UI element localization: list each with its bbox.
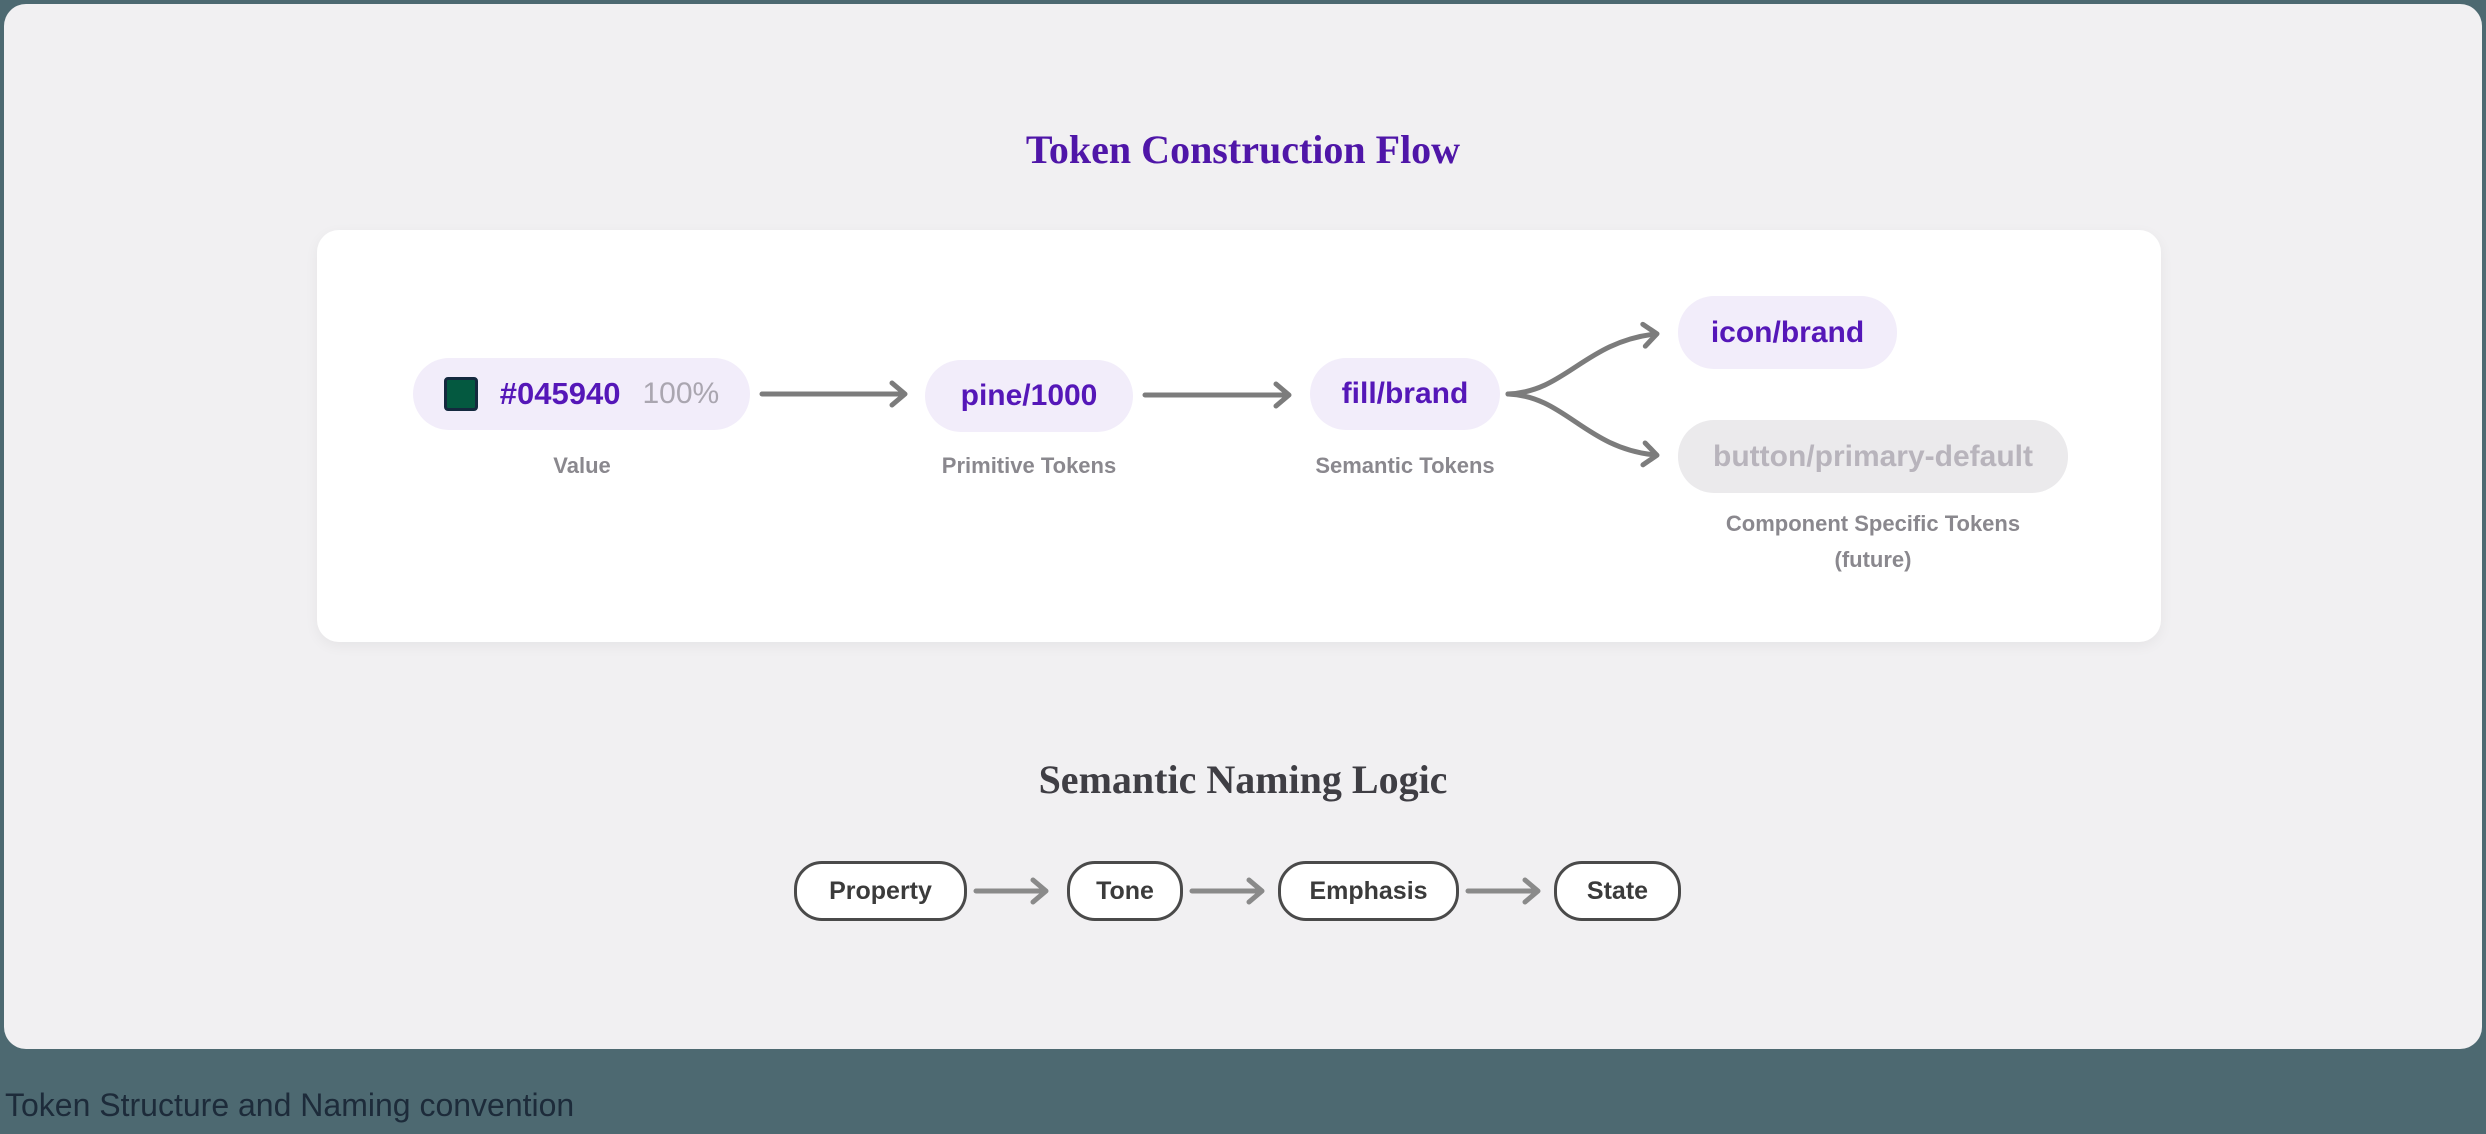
color-swatch-icon (443, 377, 478, 411)
icon-brand-node: icon/brand (1678, 296, 1897, 369)
naming-step-tone-text: Tone (1096, 876, 1154, 905)
naming-step-property-text: Property (829, 876, 932, 905)
semantic-token-node: fill/brand (1310, 358, 1500, 430)
token-flow-title: Token Construction Flow (1025, 127, 1461, 172)
naming-step-property: Property (794, 861, 967, 921)
value-node: #045940 100% (413, 358, 750, 430)
naming-step-state: State (1554, 861, 1681, 921)
component-tokens-label-line1: Component Specific Tokens (1725, 511, 2021, 536)
naming-step-emphasis-text: Emphasis (1309, 876, 1428, 905)
primitive-token-node: pine/1000 (925, 360, 1133, 432)
value-label: Value (553, 453, 611, 478)
primitive-tokens-label: Primitive Tokens (941, 453, 1117, 478)
button-primary-default-node: button/primary-default (1678, 420, 2068, 493)
naming-step-emphasis: Emphasis (1278, 861, 1459, 921)
value-hex: #045940 (499, 376, 621, 411)
canvas-caption: Token Structure and Naming convention (5, 1087, 575, 1123)
naming-step-state-text: State (1586, 876, 1649, 905)
naming-logic-title: Semantic Naming Logic (1038, 757, 1448, 802)
component-tokens-label: Component Specific Tokens (future) (1663, 506, 2083, 578)
icon-brand-text: icon/brand (1710, 315, 1865, 349)
primitive-token-text: pine/1000 (960, 379, 1098, 412)
value-opacity: 100% (642, 377, 720, 410)
button-primary-default-text: button/primary-default (1713, 439, 2033, 473)
component-tokens-label-line2: (future) (1834, 547, 1912, 572)
semantic-token-text: fill/brand (1341, 377, 1469, 410)
semantic-tokens-label: Semantic Tokens (1315, 453, 1495, 478)
naming-step-tone: Tone (1067, 861, 1183, 921)
